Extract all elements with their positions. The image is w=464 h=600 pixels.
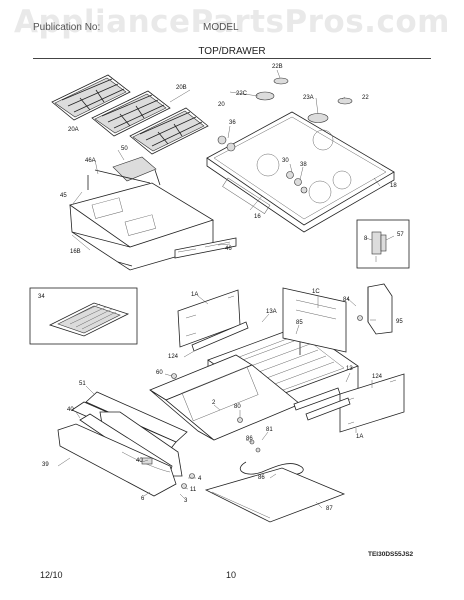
footer-page-number: 10 [226,570,237,580]
title-rule [33,58,431,59]
callout: 40 [136,458,143,464]
callout: 1A [356,434,363,440]
callout: 85 [296,320,303,326]
side-panel-right [339,373,405,433]
drawer-rails [191,321,351,421]
broiler-drawer [69,156,214,271]
callout: 38 [300,162,307,168]
callout: 20A [68,127,79,133]
callout: 23A [303,95,314,101]
callout: 34 [38,294,45,300]
grate-left [51,74,131,121]
callout: 86 [258,475,265,481]
callout: 45 [60,193,67,199]
callout: 2 [212,400,216,406]
callout: 57 [397,232,404,238]
callout: 20 [218,102,225,108]
callout: 3 [184,498,188,504]
callout: 51 [79,381,86,387]
footer-date: 12/10 [40,570,63,580]
callout: 86 [246,436,253,442]
model-code-label: TEI30DS55JS2 [368,551,414,558]
callout: 46 [225,246,232,252]
callout: 16B [70,249,81,255]
callout: 40 [67,407,74,413]
callout: 13 [346,366,353,372]
door-panels [57,391,188,497]
callout: 95 [396,319,403,325]
callout: 46A [85,158,96,164]
callout: 20B [176,85,187,91]
grate-right [129,107,209,155]
callout: 8 [364,236,368,242]
callout: 11 [190,487,197,493]
callout: 22 [362,95,369,101]
section-title: TOP/DRAWER [198,46,266,57]
watermark: AppliancePartsPros.com [14,4,450,40]
broiler-pan-inset [29,287,138,345]
callout: 13A [266,309,277,315]
rear-panel [282,287,347,353]
model-header: MODEL [203,22,239,33]
callout: 1C [312,289,320,295]
callout: 39 [42,462,49,468]
callout: 22C [236,91,248,97]
callout: 124 [372,374,383,380]
drawer-front-panel [149,354,301,441]
callout: 1A [191,292,198,298]
callout: 60 [156,370,163,376]
callout-labels: 20A 20B 20 22B 22C 23A 22 36 30 38 18 16… [38,64,404,512]
callout: 124 [168,354,179,360]
publication-header: Publication No: [33,22,101,33]
callout: 4 [198,476,202,482]
grate-middle [91,90,171,137]
burner-caps [255,77,353,123]
callout: 30 [282,158,289,164]
callout: 50 [121,146,128,152]
drawer-bracket [117,237,237,267]
callout: 81 [266,427,273,433]
igniter-inset [356,219,410,269]
callout: 6 [141,496,145,502]
cooktop-surface [206,111,395,233]
rear-bracket [367,283,393,335]
callout: 80 [234,404,241,410]
callout: 87 [326,506,333,512]
callout: 22B [272,64,283,70]
callout: 16 [254,214,261,220]
valve-parts [217,135,308,194]
callout: 84 [343,297,350,303]
callout: 36 [229,120,236,126]
heating-element [204,461,346,523]
callout: 18 [390,183,397,189]
